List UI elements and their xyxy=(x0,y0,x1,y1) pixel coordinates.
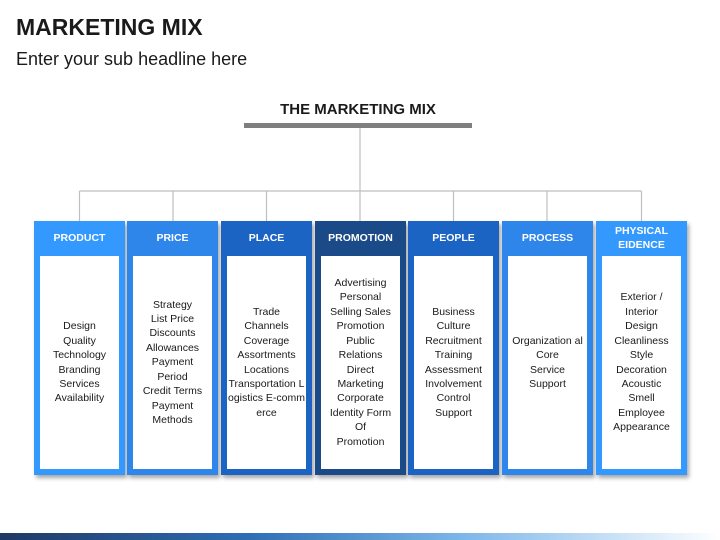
column-header: PLACE xyxy=(248,231,285,244)
column-process: PROCESS Organization al Core Service Sup… xyxy=(502,221,593,475)
column-items: Strategy List Price Discounts Allowances… xyxy=(142,298,203,426)
column-body: Strategy List Price Discounts Allowances… xyxy=(133,256,212,469)
column-items: Business Culture Recruitment Training As… xyxy=(424,305,483,419)
column-header: PEOPLE xyxy=(432,231,475,244)
column-body: Trade Channels Coverage Assortments Loca… xyxy=(227,256,306,469)
column-header: PROMOTION xyxy=(328,231,393,244)
column-items: Trade Channels Coverage Assortments Loca… xyxy=(227,305,305,419)
column-body: Organization al Core Service Support xyxy=(508,256,587,469)
column-body: Business Culture Recruitment Training As… xyxy=(414,256,493,469)
column-header: PRODUCT xyxy=(53,231,106,244)
column-items: Design Quality Technology Branding Servi… xyxy=(52,320,107,405)
page-title: MARKETING MIX xyxy=(16,14,203,40)
column-items: Organization al Core Service Support xyxy=(512,334,583,390)
column-items: Advertising Personal Selling Sales Promo… xyxy=(329,277,392,448)
column-physical-evidence: PHYSICAL EIDENCE Exterior / Interior Des… xyxy=(596,221,687,475)
column-price: PRICE Strategy List Price Discounts Allo… xyxy=(127,221,218,475)
column-header: PHYSICAL EIDENCE xyxy=(614,224,669,251)
column-header: PROCESS xyxy=(521,231,574,244)
column-place: PLACE Trade Channels Coverage Assortment… xyxy=(221,221,312,475)
diagram-root-label: THE MARKETING MIX xyxy=(280,101,436,118)
column-product: PRODUCT Design Quality Technology Brandi… xyxy=(34,221,125,475)
column-people: PEOPLE Business Culture Recruitment Trai… xyxy=(408,221,499,475)
footer-gradient-band xyxy=(0,533,720,540)
column-body: Advertising Personal Selling Sales Promo… xyxy=(321,256,400,469)
column-header: PRICE xyxy=(156,231,189,244)
column-body: Design Quality Technology Branding Servi… xyxy=(40,256,119,469)
page-subtitle: Enter your sub headline here xyxy=(16,49,248,69)
column-items: Exterior / Interior Design Cleanliness S… xyxy=(613,291,670,434)
root-bar xyxy=(244,123,472,128)
column-body: Exterior / Interior Design Cleanliness S… xyxy=(602,256,681,469)
column-promotion: PROMOTION Advertising Personal Selling S… xyxy=(315,221,406,475)
